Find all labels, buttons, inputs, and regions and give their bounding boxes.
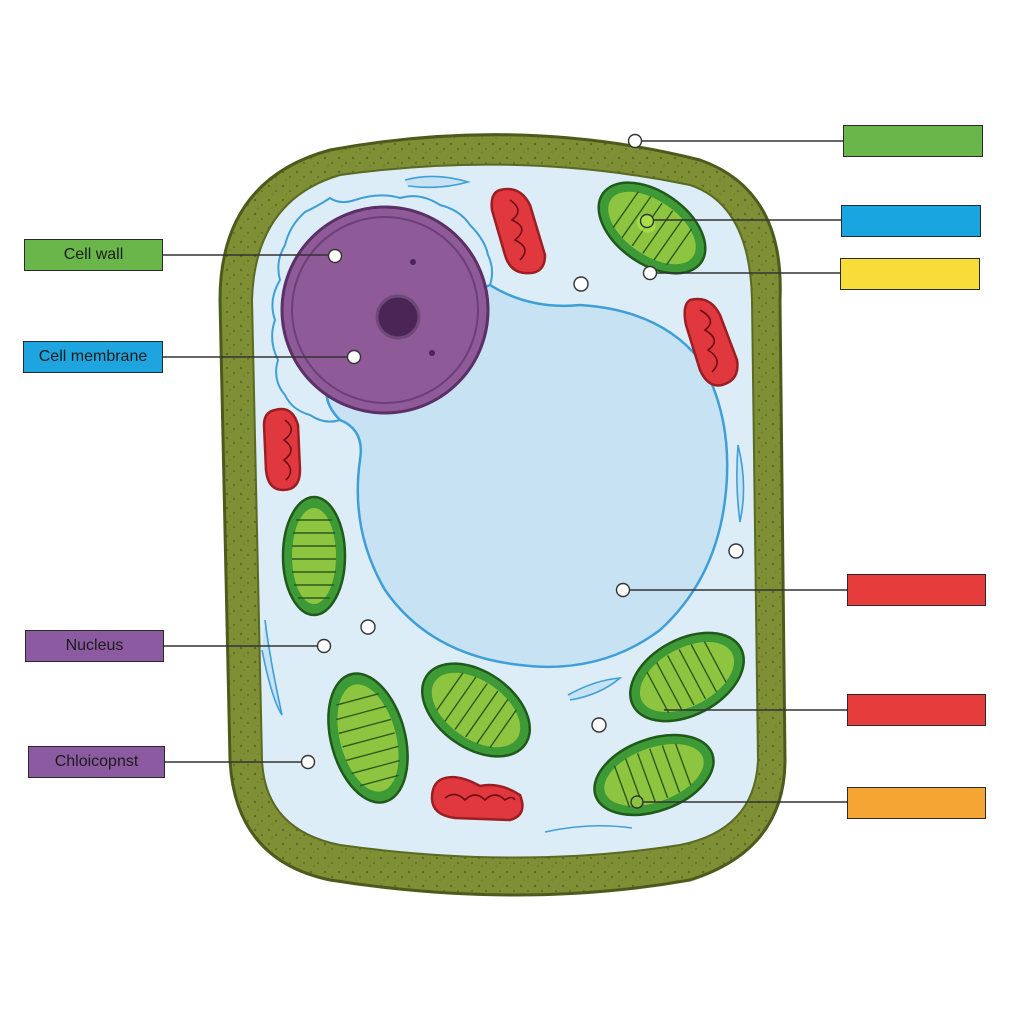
mitochondrion (430, 775, 524, 822)
label-cell-membrane: Cell membrane (23, 341, 163, 373)
vesicle (728, 543, 744, 559)
leader-lines-right (615, 133, 847, 809)
mitochondrion (490, 187, 547, 275)
chloroplast (281, 495, 347, 617)
nucleolus (375, 294, 421, 340)
blank-label-5 (847, 694, 986, 726)
label-chloroplast: Chloicopnst (28, 746, 165, 778)
er-squiggle (544, 824, 633, 833)
chloroplast (597, 181, 707, 275)
leader-lines-left (163, 248, 362, 770)
blank-label-3 (840, 258, 980, 290)
chloroplast (327, 672, 409, 804)
cell-membrane (271, 196, 356, 423)
nucleus-granule (429, 350, 435, 356)
vesicle (591, 717, 607, 733)
chloroplast (420, 662, 532, 758)
vesicle (573, 276, 589, 292)
blank-label-4 (847, 574, 986, 606)
er-squiggle (567, 677, 623, 701)
chloroplast (593, 733, 715, 817)
mitochondrion (683, 297, 739, 387)
nucleus-granule (410, 259, 416, 265)
mitochondrion (262, 407, 302, 492)
er-squiggle (261, 619, 283, 716)
vesicle (360, 619, 376, 635)
blank-label-6 (847, 787, 986, 819)
label-cell-wall: Cell wall (24, 239, 163, 271)
er-squiggle (736, 444, 745, 523)
cell-membrane-upper (354, 194, 494, 286)
blank-label-2 (841, 205, 981, 237)
blank-label-1 (843, 125, 983, 157)
nucleus-inner-ring (291, 216, 479, 404)
er-squiggle (404, 175, 471, 189)
label-nucleus: Nucleus (25, 630, 164, 662)
chloroplast (629, 631, 745, 723)
